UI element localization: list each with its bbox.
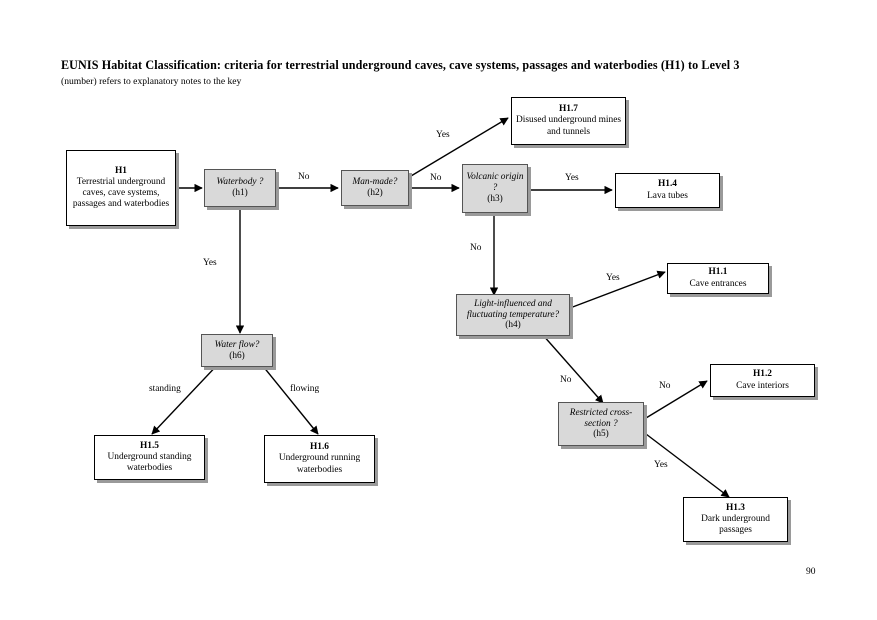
edge-label-manmade-no: No bbox=[430, 173, 442, 183]
node-h1-2[interactable]: H1.2 Cave interiors bbox=[710, 364, 815, 397]
edge-label-restricted-no: No bbox=[659, 381, 671, 391]
node-question: Restricted cross-section ? bbox=[569, 407, 633, 429]
edge-label-light-no: No bbox=[560, 375, 572, 385]
node-h1-1[interactable]: H1.1 Cave entrances bbox=[667, 263, 769, 294]
node-h1-7[interactable]: H1.7 Disused underground mines and tunne… bbox=[511, 97, 626, 145]
node-code: H1 bbox=[115, 165, 127, 176]
node-question: Water flow? bbox=[214, 339, 260, 350]
node-note: (h5) bbox=[593, 429, 609, 440]
edge-label-light-yes: Yes bbox=[606, 273, 620, 283]
edge-label-volcanic-no: No bbox=[470, 243, 482, 253]
title-block: EUNIS Habitat Classification: criteria f… bbox=[61, 58, 821, 88]
edge-label-waterbody-yes: Yes bbox=[203, 258, 217, 268]
edge-waterflow-flowing-h16 bbox=[257, 359, 319, 435]
node-description: Disused underground mines and tunnels bbox=[515, 115, 622, 137]
page-number: 90 bbox=[806, 567, 816, 577]
edge-label-volcanic-yes: Yes bbox=[565, 173, 579, 183]
node-description: Underground standing waterbodies bbox=[107, 451, 192, 474]
node-code: H1.3 bbox=[725, 502, 745, 513]
edge-label-restricted-yes: Yes bbox=[654, 460, 668, 470]
node-question: Volcanic origin ? bbox=[466, 172, 524, 194]
node-code: H1.7 bbox=[558, 104, 578, 115]
node-description: Lava tubes bbox=[647, 190, 688, 201]
node-question: Waterbody ? bbox=[216, 177, 264, 188]
node-code: H1.2 bbox=[752, 369, 772, 380]
node-description: Cave entrances bbox=[689, 278, 747, 289]
node-question-volcanic[interactable]: Volcanic origin ? (h3) bbox=[462, 164, 528, 213]
node-question-restricted[interactable]: Restricted cross-section ? (h5) bbox=[558, 402, 644, 446]
edge-light-no-restricted bbox=[541, 333, 604, 404]
node-h1-root[interactable]: H1 Terrestrial underground caves, cave s… bbox=[66, 150, 176, 226]
node-question-waterflow[interactable]: Water flow? (h6) bbox=[201, 334, 273, 367]
node-code: H1.6 bbox=[309, 442, 329, 453]
node-question: Light-influenced and fluctuating tempera… bbox=[466, 298, 560, 320]
node-h1-6[interactable]: H1.6 Underground running waterbodies bbox=[264, 435, 375, 483]
page-title: EUNIS Habitat Classification: criteria f… bbox=[61, 58, 740, 72]
node-description: Dark underground passages bbox=[701, 513, 770, 536]
node-question-light[interactable]: Light-influenced and fluctuating tempera… bbox=[456, 294, 570, 336]
node-description: Terrestrial underground caves, cave syst… bbox=[72, 176, 170, 210]
node-note: (h3) bbox=[487, 193, 503, 204]
node-code: H1.5 bbox=[139, 440, 159, 451]
node-note: (h2) bbox=[367, 188, 383, 198]
node-code: H1.4 bbox=[657, 179, 677, 190]
edge-label-manmade-yes: Yes bbox=[436, 130, 450, 140]
node-note: (h6) bbox=[229, 350, 245, 361]
node-note: (h4) bbox=[505, 320, 521, 331]
node-h1-3[interactable]: H1.3 Dark underground passages bbox=[683, 497, 788, 542]
edge-restricted-no-h12 bbox=[645, 380, 708, 419]
node-question-manmade[interactable]: Man-made? (h2) bbox=[341, 170, 409, 206]
node-question-waterbody[interactable]: Waterbody ? (h1) bbox=[204, 169, 276, 207]
node-description: Underground running waterbodies bbox=[278, 453, 361, 475]
node-description: Cave interiors bbox=[736, 380, 789, 391]
node-code: H1.1 bbox=[708, 267, 728, 278]
node-question: Man-made? bbox=[352, 177, 398, 188]
edge-waterflow-standing-h15 bbox=[151, 359, 223, 435]
node-note: (h1) bbox=[232, 188, 248, 198]
edge-label-waterbody-no: No bbox=[298, 172, 310, 182]
node-h1-5[interactable]: H1.5 Underground standing waterbodies bbox=[94, 435, 205, 480]
page-subtitle: (number) refers to explanatory notes to … bbox=[61, 76, 242, 88]
edge-label-waterflow-standing: standing bbox=[149, 384, 181, 394]
node-h1-4[interactable]: H1.4 Lava tubes bbox=[615, 173, 720, 208]
edge-label-waterflow-flowing: flowing bbox=[290, 384, 320, 394]
